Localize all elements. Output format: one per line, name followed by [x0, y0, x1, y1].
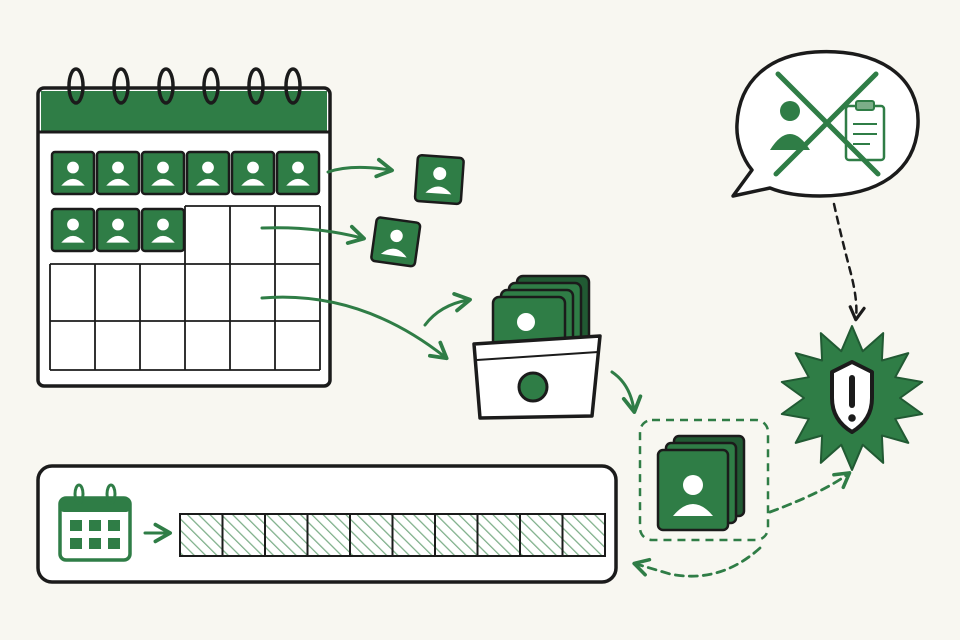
person-card-icon — [95, 207, 141, 253]
cross-out-icon — [773, 71, 881, 177]
calendar-rings — [67, 67, 302, 105]
clipboard-icon — [844, 100, 886, 162]
timeline-segment — [434, 513, 479, 557]
timeline-segment — [391, 513, 436, 557]
card-box-icon — [472, 274, 602, 420]
person-card-icon — [370, 216, 422, 268]
calendar-filled-slots — [50, 150, 321, 253]
warning-shield-icon — [780, 325, 924, 471]
person-card-icon — [95, 150, 141, 196]
small-calendar-icon — [58, 483, 132, 562]
timeline-segment — [179, 513, 224, 557]
person-card-icon — [50, 207, 96, 253]
bubble-to-warning-arrow — [832, 202, 866, 322]
stack-to-warning-arrow — [768, 471, 852, 514]
box-to-stack-arrow — [610, 370, 643, 414]
timeline-segment — [264, 513, 309, 557]
person-card-icon — [413, 154, 465, 206]
person-card-icon — [50, 150, 96, 196]
card-stack-icon — [638, 418, 770, 542]
timeline-segment — [476, 513, 521, 557]
person-card-icon — [140, 207, 186, 253]
timeline-icon — [36, 464, 618, 584]
speech-bubble-icon — [731, 49, 920, 198]
calendar-icon — [36, 67, 332, 388]
timeline-segment — [306, 513, 351, 557]
person-card-icon — [185, 150, 231, 196]
person-card-icon — [140, 150, 186, 196]
person-icon — [770, 101, 810, 150]
timeline-segment — [221, 513, 266, 557]
person-card-icon — [275, 150, 321, 196]
timeline-segment — [519, 513, 564, 557]
timeline-segments — [179, 513, 606, 557]
warning-to-timeline-arrow — [632, 546, 762, 578]
person-card-icon — [230, 150, 276, 196]
timeline-segment — [561, 513, 606, 557]
timeline-segment — [349, 513, 394, 557]
calendar-grid — [49, 205, 321, 371]
calendar-outflow-arrows — [260, 157, 472, 361]
